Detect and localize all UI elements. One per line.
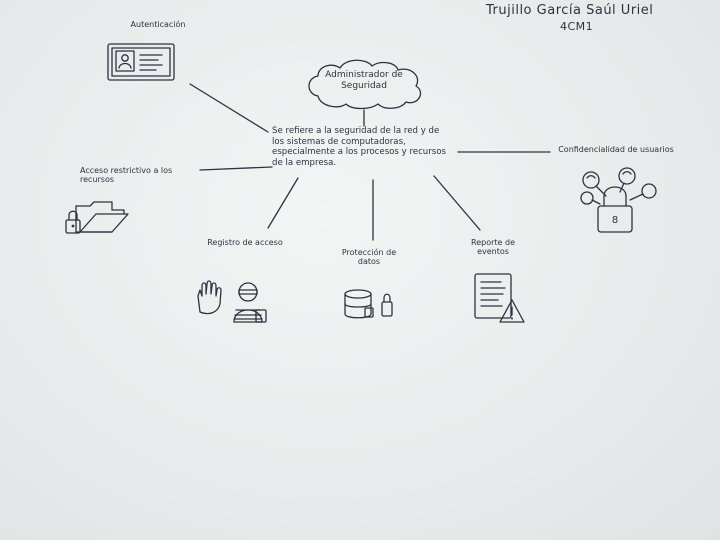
line-authentication — [189, 83, 269, 133]
root-node-label: Administrador de Seguridad — [325, 70, 403, 91]
locked-folder-icon — [65, 201, 129, 234]
author-group: 4CM1 — [560, 20, 594, 33]
branch-confidentiality-label: Confidencialidad de usuarios — [558, 145, 674, 154]
svg-text:8: 8 — [612, 215, 618, 226]
branch-authentication-label: Autenticación — [130, 20, 186, 29]
branch-restricted-access-label: Acceso restrictivo a los recursos — [80, 166, 173, 185]
hand-thief-icon — [197, 280, 267, 323]
line-restricted-access — [199, 166, 273, 171]
branch-data-protection-label: Protección de datos — [341, 248, 397, 267]
branch-access-log-label: Registro de acceso — [207, 238, 283, 247]
root-cloud — [308, 59, 422, 110]
branch-event-report-label: Reporte de eventos — [471, 238, 515, 257]
database-lock-icon — [344, 289, 393, 319]
author-name: Trujillo García Saúl Uriel — [486, 3, 654, 18]
line-access-log — [267, 177, 299, 229]
report-warning-icon — [474, 273, 525, 323]
central-description: Se refiere a la seguridad de la red y de… — [272, 126, 446, 169]
line-event-report — [433, 175, 481, 231]
padlock-users-icon: 8 — [580, 167, 657, 233]
id-card-icon — [107, 43, 175, 81]
